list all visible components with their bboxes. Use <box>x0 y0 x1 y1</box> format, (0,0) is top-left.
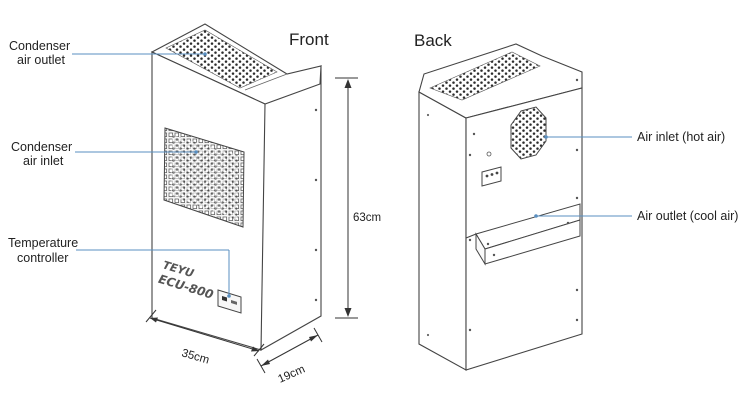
callout-condenser-outlet-line2: air outlet <box>17 53 65 67</box>
temperature-controller-panel <box>217 289 242 314</box>
back-view-title: Back <box>414 31 452 50</box>
front-view-title: Front <box>289 30 329 49</box>
back-air-outlet-louver <box>465 203 581 266</box>
front-unit: TEYU ECU-800 <box>150 23 322 351</box>
callout-condenser-outlet-line1: Condenser <box>9 39 70 53</box>
callout-air-inlet: Air inlet (hot air) <box>637 130 725 144</box>
height-dimension: 63cm <box>335 77 381 319</box>
callout-temperature-controller-line1: Temperature <box>8 236 78 250</box>
callout-air-outlet: Air outlet (cool air) <box>637 209 738 223</box>
power-connector <box>481 166 502 187</box>
callout-condenser-inlet-line1: Condenser <box>11 140 72 154</box>
back-air-inlet-grille <box>510 106 547 160</box>
back-unit <box>418 43 583 371</box>
back-callouts: Air inlet (hot air) Air outlet (cool air… <box>534 130 738 223</box>
callout-condenser-inlet-line2: air inlet <box>23 154 64 168</box>
front-callouts: Condenser air outlet Condenser air inlet… <box>8 39 231 298</box>
height-label: 63cm <box>353 212 381 224</box>
width-dimension: 35cm <box>145 309 265 367</box>
front-top-vent <box>165 29 278 89</box>
depth-label: 19cm <box>276 363 307 385</box>
callout-temperature-controller-line2: controller <box>17 251 68 265</box>
width-label: 35cm <box>180 347 210 366</box>
back-top-vent <box>429 51 541 101</box>
